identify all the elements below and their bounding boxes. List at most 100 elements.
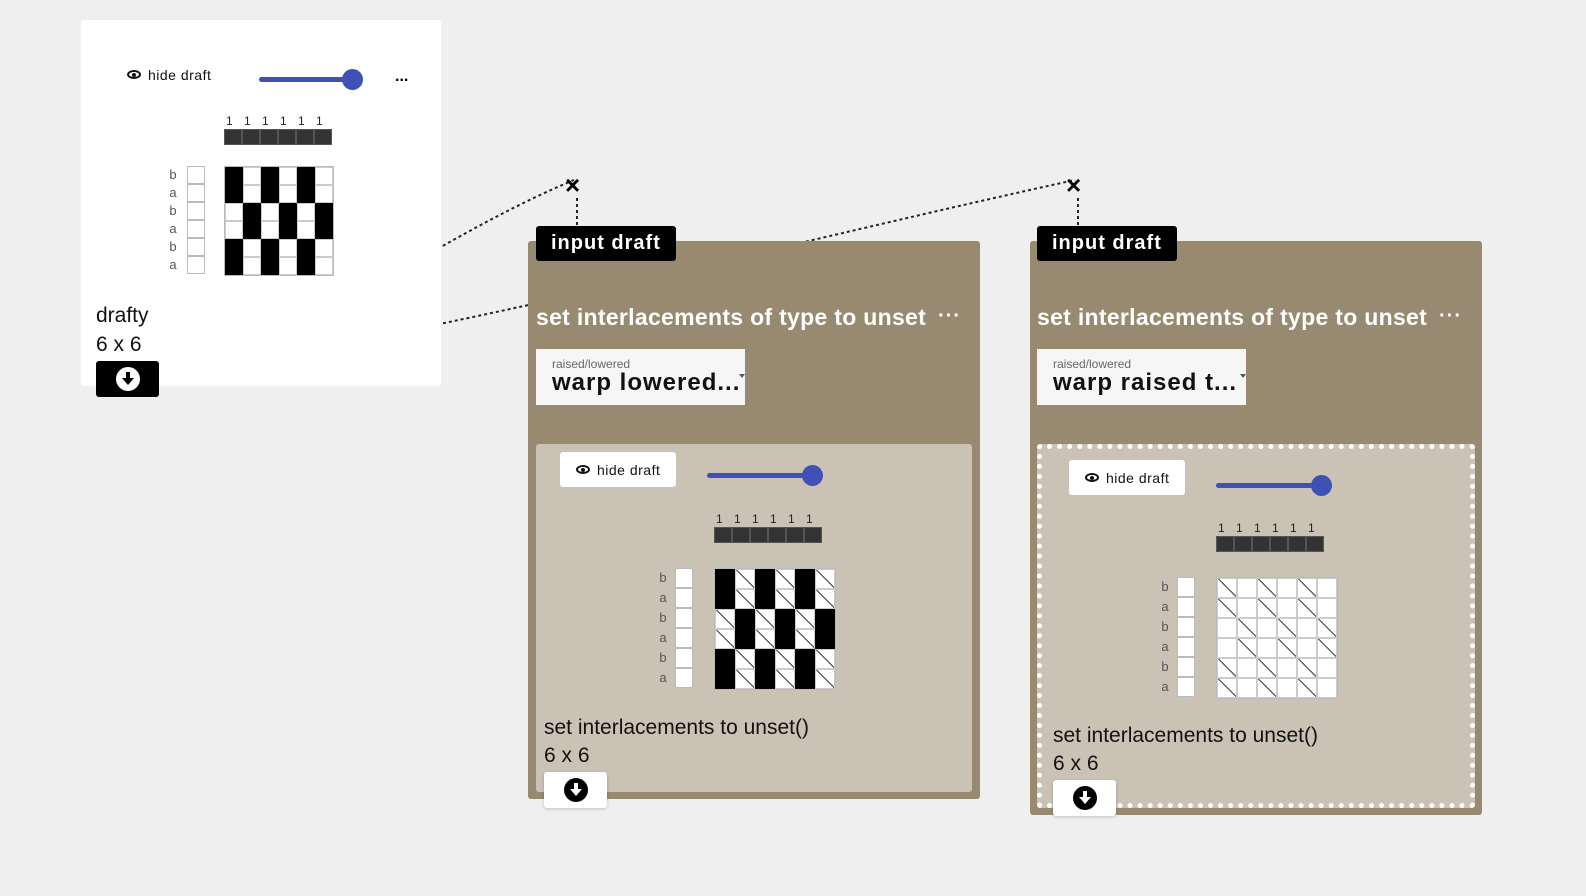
draft-cell[interactable] <box>225 185 243 203</box>
tieup-row[interactable] <box>224 129 332 145</box>
zoom-slider[interactable] <box>259 69 363 90</box>
draft-cell[interactable] <box>715 589 735 609</box>
draft-cell[interactable] <box>755 649 775 669</box>
draft-cell[interactable] <box>775 609 795 629</box>
draft-cell[interactable] <box>795 569 815 589</box>
draft-cell[interactable] <box>1237 618 1257 638</box>
draft-cell[interactable] <box>815 629 835 649</box>
draft-cell[interactable] <box>775 589 795 609</box>
draft-cell[interactable] <box>243 239 261 257</box>
draft-cell[interactable] <box>1217 598 1237 618</box>
draft-cell[interactable] <box>775 669 795 689</box>
draft-cell[interactable] <box>815 609 835 629</box>
draft-cell[interactable] <box>243 185 261 203</box>
draft-cell[interactable] <box>715 609 735 629</box>
draft-cell[interactable] <box>715 669 735 689</box>
draft-cell[interactable] <box>795 649 815 669</box>
raised-lowered-select[interactable]: raised/lowered warp raised t... <box>1037 349 1246 405</box>
draft-cell[interactable] <box>297 185 315 203</box>
draft-cell[interactable] <box>1297 678 1317 698</box>
draft-cell[interactable] <box>1297 618 1317 638</box>
draft-cell[interactable] <box>1257 618 1277 638</box>
draft-cell[interactable] <box>1277 618 1297 638</box>
draft-cell[interactable] <box>755 569 775 589</box>
weft-color-column[interactable] <box>1177 577 1195 697</box>
draft-cell[interactable] <box>261 203 279 221</box>
draft-cell[interactable] <box>315 203 333 221</box>
draft-cell[interactable] <box>775 629 795 649</box>
draft-cell[interactable] <box>1277 578 1297 598</box>
output-download-button[interactable] <box>96 361 159 397</box>
disconnect-icon-op2[interactable]: × <box>1066 170 1082 200</box>
draft-cell[interactable] <box>735 629 755 649</box>
draft-cell[interactable] <box>1217 678 1237 698</box>
slider-knob[interactable] <box>802 465 823 486</box>
draft-cell[interactable] <box>1277 658 1297 678</box>
draft-cell[interactable] <box>1317 578 1337 598</box>
weft-color-column[interactable] <box>675 568 693 688</box>
draft-cell[interactable] <box>1317 658 1337 678</box>
draft-cell[interactable] <box>1217 658 1237 678</box>
draft-cell[interactable] <box>297 167 315 185</box>
operation-more-button[interactable]: ··· <box>938 305 961 327</box>
draft-cell[interactable] <box>1237 578 1257 598</box>
draft-cell[interactable] <box>795 669 815 689</box>
weft-color-column[interactable] <box>187 166 205 274</box>
draft-cell[interactable] <box>261 257 279 275</box>
draft-cell[interactable] <box>1217 578 1237 598</box>
draft-cell[interactable] <box>243 167 261 185</box>
draft-cell[interactable] <box>735 589 755 609</box>
disconnect-icon-op1[interactable]: × <box>565 170 581 200</box>
draft-cell[interactable] <box>1297 638 1317 658</box>
draft-cell[interactable] <box>715 629 735 649</box>
drawdown-grid[interactable] <box>224 166 334 276</box>
draft-cell[interactable] <box>297 257 315 275</box>
draft-cell[interactable] <box>1257 598 1277 618</box>
draft-cell[interactable] <box>815 569 835 589</box>
drawdown-grid[interactable] <box>714 568 836 690</box>
tieup-row[interactable] <box>714 527 822 543</box>
draft-cell[interactable] <box>315 257 333 275</box>
draft-cell[interactable] <box>1257 638 1277 658</box>
tieup-row[interactable] <box>1216 536 1324 552</box>
draft-cell[interactable] <box>775 569 795 589</box>
draft-cell[interactable] <box>795 609 815 629</box>
draft-cell[interactable] <box>279 257 297 275</box>
draft-cell[interactable] <box>735 649 755 669</box>
draft-cell[interactable] <box>297 203 315 221</box>
input-draft-tag[interactable]: input draft <box>536 226 676 261</box>
draft-cell[interactable] <box>735 669 755 689</box>
draft-cell[interactable] <box>225 257 243 275</box>
draft-cell[interactable] <box>315 221 333 239</box>
operation-node-1[interactable]: set interlacements of type to unset ··· … <box>528 241 980 808</box>
draft-cell[interactable] <box>795 589 815 609</box>
output-download-button[interactable] <box>544 772 607 808</box>
draft-cell[interactable] <box>775 649 795 669</box>
draft-cell[interactable] <box>815 589 835 609</box>
draft-cell[interactable] <box>1217 618 1237 638</box>
draft-cell[interactable] <box>297 221 315 239</box>
raised-lowered-select[interactable]: raised/lowered warp lowered... <box>536 349 745 405</box>
draft-cell[interactable] <box>815 649 835 669</box>
draft-cell[interactable] <box>225 221 243 239</box>
slider-knob[interactable] <box>342 69 363 90</box>
draft-cell[interactable] <box>279 221 297 239</box>
input-draft-tag[interactable]: input draft <box>1037 226 1177 261</box>
draft-cell[interactable] <box>315 239 333 257</box>
draft-cell[interactable] <box>279 203 297 221</box>
draft-cell[interactable] <box>755 669 775 689</box>
draft-cell[interactable] <box>1237 638 1257 658</box>
draft-cell[interactable] <box>795 629 815 649</box>
draft-cell[interactable] <box>1277 678 1297 698</box>
draft-cell[interactable] <box>755 629 775 649</box>
draft-cell[interactable] <box>243 221 261 239</box>
hide-draft-button[interactable]: hide draft <box>111 57 227 92</box>
hide-draft-button[interactable]: hide draft <box>1069 460 1186 495</box>
draft-cell[interactable] <box>1297 658 1317 678</box>
draft-cell[interactable] <box>815 669 835 689</box>
slider-knob[interactable] <box>1311 475 1332 496</box>
draft-cell[interactable] <box>1297 578 1317 598</box>
draft-cell[interactable] <box>279 185 297 203</box>
draft-cell[interactable] <box>297 239 315 257</box>
draft-cell[interactable] <box>1217 638 1237 658</box>
